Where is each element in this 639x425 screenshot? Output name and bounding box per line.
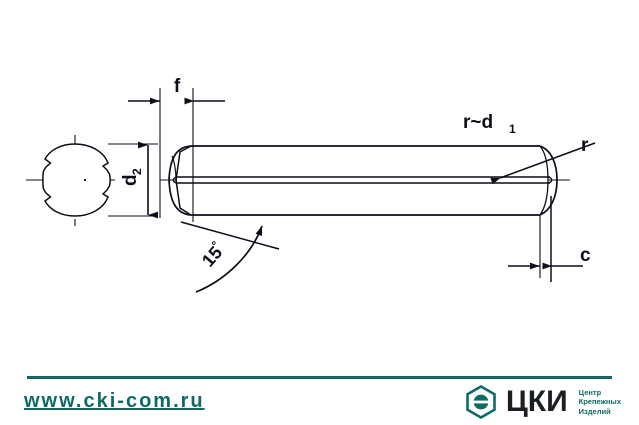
dimension-f: f [128, 76, 225, 222]
grooved-section-outline [42, 143, 111, 217]
website-url-link[interactable]: www.cki-com.ru [24, 390, 205, 412]
c-label: c [580, 245, 591, 266]
f-label: f [174, 76, 181, 97]
r-d1-label: r~d [463, 112, 493, 133]
angle-callout-15deg: 15 ° [180, 221, 280, 293]
page-footer: www.cki-com.ru ЦКИ Центр Крепежных Издел… [0, 370, 639, 425]
brand-tagline: Центр Крепежных Изделий [579, 388, 621, 416]
dimension-c: c [508, 196, 591, 282]
label-r-approx-d1: r~d 1 [463, 112, 516, 136]
dimension-d2: d 2 [108, 141, 158, 219]
r-leader-line [490, 142, 596, 185]
d2-label: d [120, 174, 141, 186]
angle-leader-arc [195, 225, 263, 293]
hexagon-circle-icon [466, 385, 496, 419]
footer-divider [27, 376, 612, 379]
brand-tagline-line-2: Крепежных [578, 397, 621, 407]
angle-label: 15 [198, 242, 226, 270]
pin-side-view-group [160, 145, 570, 216]
drawing-canvas: d 2 f [26, 76, 596, 293]
pin-left-chamfer-taper [175, 145, 192, 216]
r-label: r [581, 135, 589, 156]
end-view-center-dot [83, 178, 87, 182]
brand-name-text: ЦКИ [505, 385, 568, 418]
end-view-group [26, 135, 115, 226]
brand-tagline-line-1: Центр [578, 387, 602, 397]
d2-label-subscript: 2 [130, 168, 144, 175]
callout-r-radius: r [490, 135, 596, 185]
r-d1-label-subscript: 1 [509, 122, 516, 136]
angle-reference-line [180, 221, 280, 250]
technical-drawing: d 2 f [26, 76, 596, 293]
brand-tagline-line-3: Изделий [578, 406, 611, 416]
pin-right-end-face-arc [539, 145, 549, 216]
brand-logo[interactable]: ЦКИ Центр Крепежных Изделий [465, 384, 621, 420]
